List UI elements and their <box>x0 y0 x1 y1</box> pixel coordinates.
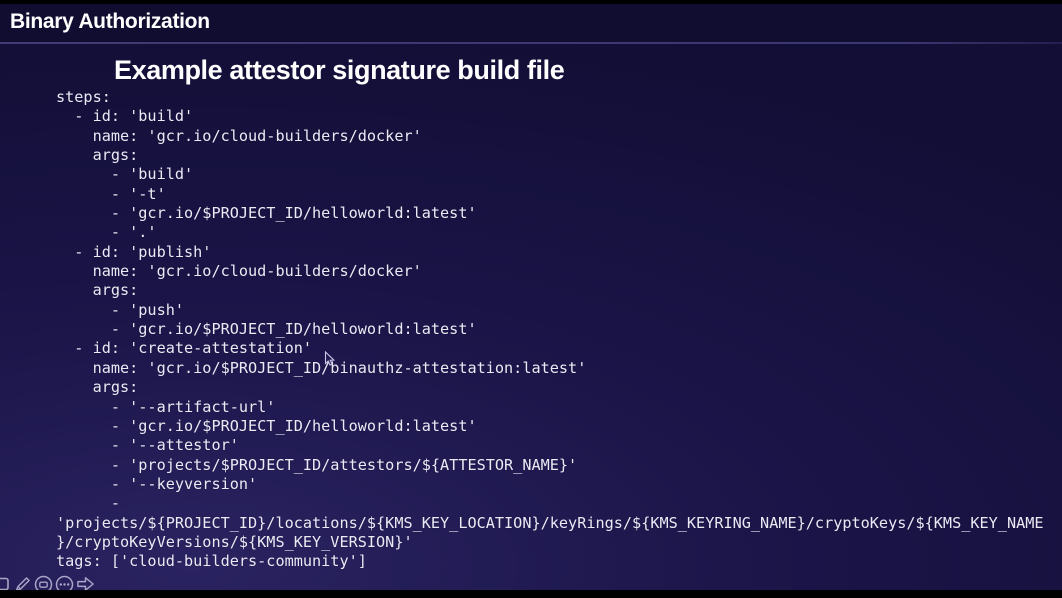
header-divider <box>0 42 1062 44</box>
header-bar: Binary Authorization <box>0 4 1062 42</box>
forward-arrow-icon[interactable] <box>76 575 95 594</box>
slide-title: Example attestor signature build file <box>114 55 565 85</box>
slide: Binary Authorization Example attestor si… <box>0 4 1062 593</box>
presentation-header-title: Binary Authorization <box>10 10 210 33</box>
letterbox-top <box>0 0 1062 4</box>
shape-tool-icon[interactable] <box>0 575 11 594</box>
letterbox-bottom <box>0 590 1062 598</box>
yaml-build-file-code: steps: - id: 'build' name: 'gcr.io/cloud… <box>56 88 1044 571</box>
pencil-tool-icon[interactable] <box>13 575 32 594</box>
